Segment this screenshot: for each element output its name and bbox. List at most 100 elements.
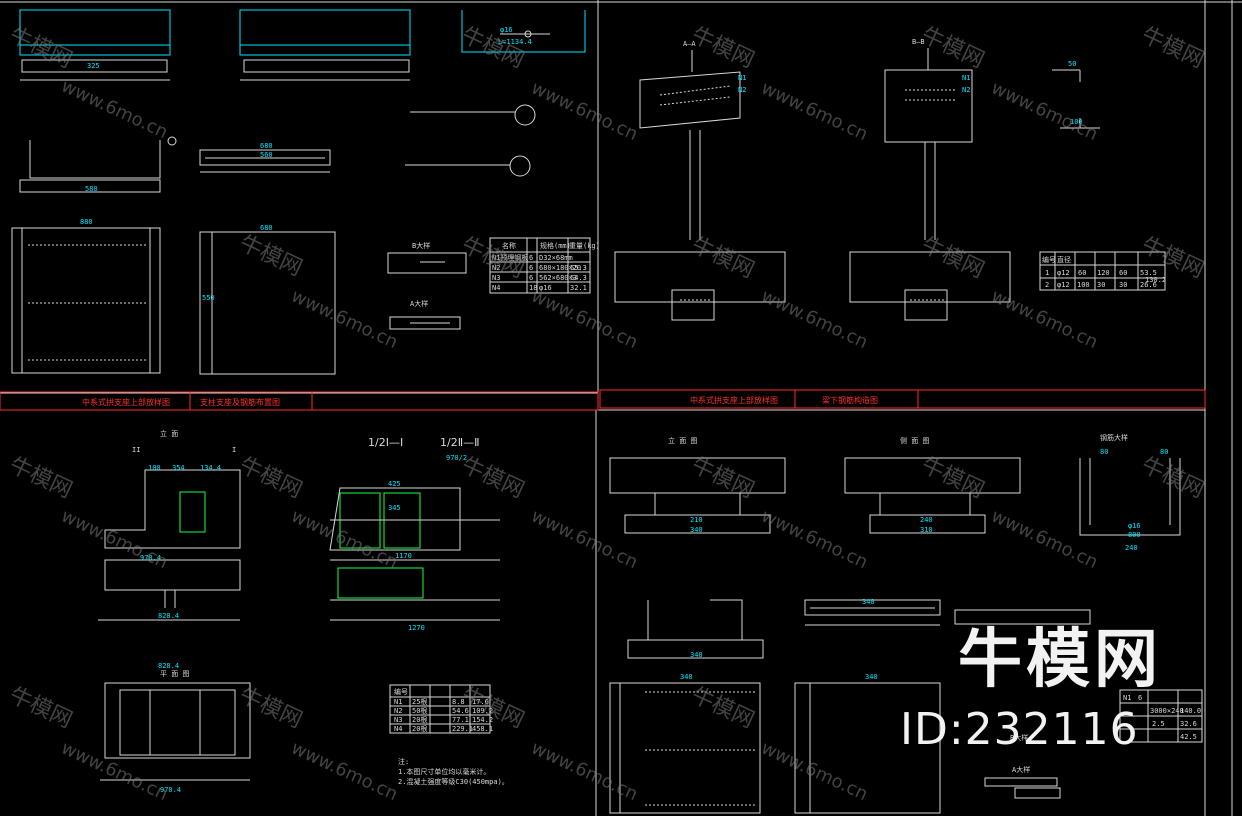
- a-detail-label-q1: A大样: [410, 299, 428, 308]
- q3-labels: 立 面 1/2I—I 1/2Ⅱ—Ⅱ I II 平 面 图 100 354 134…: [132, 429, 480, 794]
- table-cell: N1: [1123, 694, 1131, 702]
- q3-steel-table: 编号 N1 25根 8.8 17.6 N2 50根 54.6 109.2 N3 …: [394, 687, 493, 733]
- table-cell: 2.5: [1152, 720, 1165, 728]
- q2-dim: N1: [738, 74, 746, 82]
- q3-dim: 828.4: [158, 612, 179, 620]
- table-cell: 680×180×20: [539, 264, 581, 272]
- q4-steel-table: N1 6 3000×240 140.0 2.5 32.6 42.5: [1123, 694, 1201, 741]
- table-cell: N4: [394, 725, 402, 733]
- table-cell: 562×680×3: [539, 274, 577, 282]
- table-cell: φ12: [1057, 281, 1070, 289]
- table-cell: 60: [1119, 269, 1127, 277]
- front-view-label: 立 面: [160, 429, 178, 438]
- q2-dim: N1: [962, 74, 970, 82]
- watermark-url: www.6mo.cn: [58, 737, 171, 805]
- table-cell: 32.1: [570, 284, 587, 292]
- table-cell: 100: [1077, 281, 1090, 289]
- table-cell: 42.5: [1180, 733, 1197, 741]
- table-cell: 229.1: [452, 725, 473, 733]
- table-cell: 6: [529, 254, 533, 262]
- section-mark-i: I: [232, 446, 236, 454]
- q1-dim: 325: [87, 62, 100, 70]
- table-cell: 53.5: [1140, 269, 1157, 277]
- q4-drawings: [609, 457, 1203, 814]
- q3-dim: 970.4: [160, 786, 181, 794]
- table-cell: N2: [492, 264, 500, 272]
- sheet-title-q1-left: 中系式拱支座上部放样图: [82, 397, 170, 407]
- table-cell: 55.3: [570, 264, 587, 272]
- table-cell: N1预埋钢板: [492, 253, 528, 262]
- a-detail-label-q4: A大样: [1012, 765, 1030, 774]
- q4-dim: 240: [1125, 544, 1138, 552]
- q4-dim: 800: [1128, 531, 1141, 539]
- table-header: 名称: [502, 241, 516, 250]
- table-cell: 54.3: [570, 274, 587, 282]
- watermark-brand: 牛模网: [5, 453, 75, 504]
- q1-dim: 880: [80, 218, 93, 226]
- watermark-brand: 牛模网: [235, 231, 305, 282]
- table-cell: N3: [492, 274, 500, 282]
- q3-dim: 1170: [395, 552, 412, 560]
- watermark-url: www.6mo.cn: [988, 77, 1101, 145]
- table-cell: 30: [1097, 281, 1105, 289]
- section-label-bb: B—B: [912, 38, 925, 46]
- q4-view-label-3: 钢筋大样: [1100, 433, 1128, 442]
- q1-dim: 550: [202, 294, 215, 302]
- table-cell: 25根: [412, 697, 427, 706]
- table-cell: 26.6: [1140, 281, 1157, 289]
- notes-line: 1.本图尺寸单位均以毫米计。: [398, 767, 490, 776]
- watermark-brand: 牛模网: [235, 683, 305, 734]
- watermark-brand: 牛模网: [1137, 453, 1207, 504]
- q3-dim: 978.4: [140, 554, 161, 562]
- table-cell: 6: [1138, 694, 1142, 702]
- q1-drawings: [11, 9, 591, 375]
- q1-dim: L=1134.4: [498, 38, 532, 46]
- q2-steel-table: 编号 直径 1 φ12 60 120 60 53.5 2 φ12 100 30 …: [1042, 255, 1166, 289]
- table-cell: 32.6: [1180, 720, 1197, 728]
- watermark-brand: 牛模网: [687, 233, 757, 284]
- table-cell: 2: [1045, 281, 1049, 289]
- q4-dim: 80: [1160, 448, 1168, 456]
- q4-dim: 210: [690, 516, 703, 524]
- watermark-brand: 牛模网: [5, 23, 75, 74]
- table-cell: 20根: [412, 715, 427, 724]
- q3-dim: 100: [148, 464, 161, 472]
- q1-dim: 560: [260, 151, 273, 159]
- q4-dim: φ16: [1128, 522, 1141, 530]
- table-cell: 20根: [412, 724, 427, 733]
- watermark-brand: 牛模网: [917, 453, 987, 504]
- q4-dim: 340: [865, 673, 878, 681]
- table-cell: 6: [529, 264, 533, 272]
- watermark-logo: 牛模网: [958, 623, 1162, 697]
- q2-dim: N2: [962, 86, 970, 94]
- q1-labels: B大样 A大样 325 580 680 560 φ16 L=1134.4 880…: [80, 26, 532, 308]
- table-header: 编号: [1042, 255, 1056, 264]
- q4-dim: 340: [680, 673, 693, 681]
- q3-notes: 注: 1.本图尺寸单位均以毫米计。 2.混凝土强度等级C30(450mpa)。: [398, 757, 509, 786]
- watermark-brand: 牛模网: [5, 683, 75, 734]
- q1-dim: φ16: [500, 26, 513, 34]
- q4-dim: 340: [690, 651, 703, 659]
- sheet-title-q2-right: 梁下钢筋构造图: [822, 395, 878, 405]
- watermark-url: www.6mo.cn: [58, 75, 171, 143]
- watermark-url: www.6mo.cn: [288, 285, 401, 353]
- watermark-url: www.6mo.cn: [758, 737, 871, 805]
- table-cell: 30: [1119, 281, 1127, 289]
- q4-dim: 80: [1100, 448, 1108, 456]
- q3-drawings: [98, 469, 500, 781]
- watermark-brand: 牛模网: [457, 453, 527, 504]
- table-cell: 18: [529, 284, 537, 292]
- table-cell: 77.1: [452, 716, 469, 724]
- watermark-brand: 牛模网: [1137, 23, 1207, 74]
- watermark-url: www.6mo.cn: [528, 285, 641, 353]
- q2-dim: 100: [1070, 118, 1083, 126]
- q2-dim: N2: [738, 86, 746, 94]
- sheet-title-q2-left: 中系式拱支座上部放样图: [690, 395, 778, 405]
- watermark-brand: 牛模网: [917, 233, 987, 284]
- table-cell: N3: [394, 716, 402, 724]
- table-cell: φ12: [1057, 269, 1070, 277]
- watermark-url: www.6mo.cn: [988, 505, 1101, 573]
- table-cell: N4: [492, 284, 500, 292]
- q3-dim: 425: [388, 480, 401, 488]
